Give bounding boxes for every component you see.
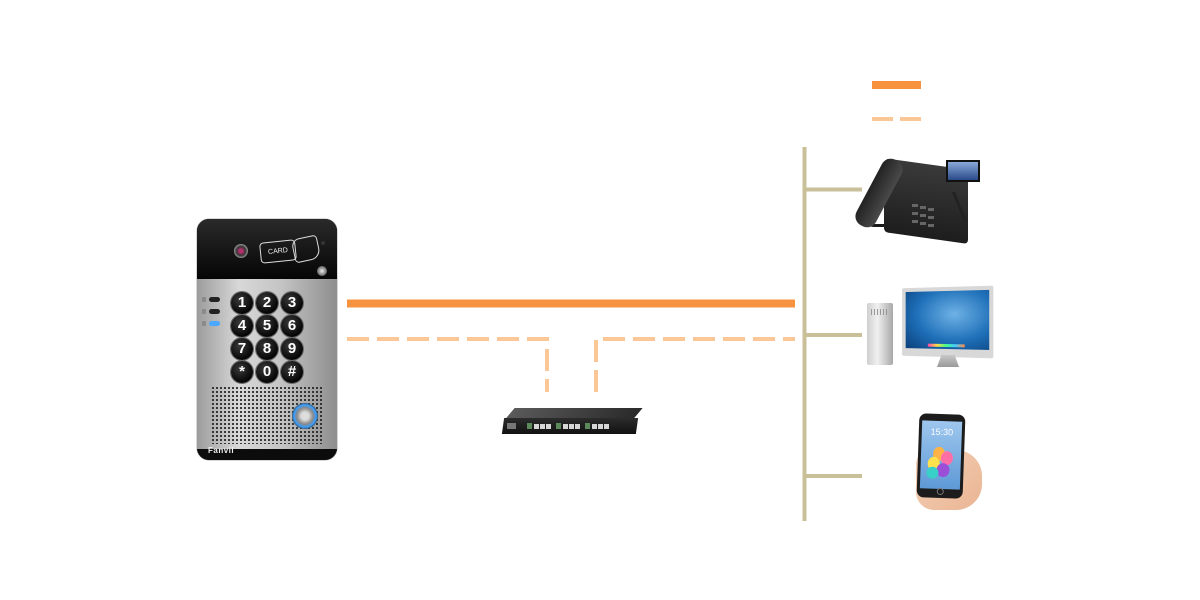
ethernet-port-icon bbox=[604, 424, 609, 429]
door-status-icon bbox=[202, 297, 206, 302]
smartphone-screen: 15:30 bbox=[919, 420, 963, 490]
switch-logo-icon bbox=[507, 423, 516, 429]
door-phone-device: CARD 1 2 3 4 5 6 7 8 9 * 0 # Fanvil bbox=[197, 219, 337, 460]
status-led-active bbox=[209, 321, 220, 326]
status-led bbox=[209, 297, 220, 302]
monitor-stand bbox=[937, 355, 959, 367]
balloon-icon bbox=[926, 466, 939, 479]
home-button-icon bbox=[936, 487, 944, 496]
key-hash: # bbox=[281, 361, 303, 383]
camera-icon bbox=[234, 244, 248, 258]
key-1: 1 bbox=[231, 292, 253, 314]
phone-key bbox=[928, 224, 934, 227]
key-4: 4 bbox=[231, 315, 253, 337]
ethernet-port-icon bbox=[598, 424, 603, 429]
dashed-link-switch-to-bus bbox=[594, 337, 795, 392]
phone-key bbox=[928, 208, 934, 211]
clock-text: 15:30 bbox=[930, 426, 954, 438]
ethernet-port-icon bbox=[540, 424, 545, 429]
port-group-icon bbox=[556, 423, 561, 429]
phone-key bbox=[912, 212, 918, 215]
phone-key bbox=[920, 214, 926, 217]
legend-dashed-line bbox=[872, 117, 922, 121]
dashed-link-door-to-switch bbox=[347, 337, 549, 392]
poe-switch-device bbox=[501, 408, 643, 434]
ethernet-port-icon bbox=[569, 424, 574, 429]
key-5: 5 bbox=[256, 315, 278, 337]
ethernet-port-icon bbox=[546, 424, 551, 429]
key-9: 9 bbox=[281, 338, 303, 360]
key-6: 6 bbox=[281, 315, 303, 337]
ethernet-port-icon bbox=[534, 424, 539, 429]
lock-status-icon bbox=[202, 309, 206, 314]
light-sensor-icon bbox=[317, 266, 327, 276]
phone-key bbox=[920, 206, 926, 209]
pc-tower bbox=[867, 303, 893, 365]
phone-key bbox=[920, 222, 926, 225]
key-3: 3 bbox=[281, 292, 303, 314]
key-7: 7 bbox=[231, 338, 253, 360]
signal-status-icon bbox=[202, 321, 206, 326]
key-8: 8 bbox=[256, 338, 278, 360]
smartphone-body: 15:30 bbox=[916, 413, 966, 499]
ip-phone-screen bbox=[946, 160, 980, 182]
key-2: 2 bbox=[256, 292, 278, 314]
brand-logo: Fanvil bbox=[208, 446, 235, 455]
smartphone-device: 15:30 bbox=[908, 412, 982, 510]
key-0: 0 bbox=[256, 361, 278, 383]
balloon-icon bbox=[936, 462, 950, 478]
call-button-icon bbox=[292, 403, 318, 429]
phone-key bbox=[912, 220, 918, 223]
monitor bbox=[902, 285, 994, 359]
card-tap-icon bbox=[290, 234, 322, 264]
ethernet-port-icon bbox=[575, 424, 580, 429]
key-star: * bbox=[231, 361, 253, 383]
legend-solid-line bbox=[872, 81, 921, 89]
status-led bbox=[209, 309, 220, 314]
port-group-icon bbox=[585, 423, 590, 429]
indicator-icon bbox=[321, 241, 325, 245]
door-phone-top: CARD bbox=[197, 219, 337, 279]
monitor-screen bbox=[905, 289, 990, 350]
ethernet-port-icon bbox=[563, 424, 568, 429]
computer-device bbox=[865, 285, 995, 371]
ethernet-port-icon bbox=[592, 424, 597, 429]
ip-phone-device bbox=[851, 146, 986, 244]
card-reader-label: CARD bbox=[259, 239, 297, 264]
phone-key bbox=[912, 204, 918, 207]
port-group-icon bbox=[527, 423, 532, 429]
phone-key bbox=[928, 216, 934, 219]
